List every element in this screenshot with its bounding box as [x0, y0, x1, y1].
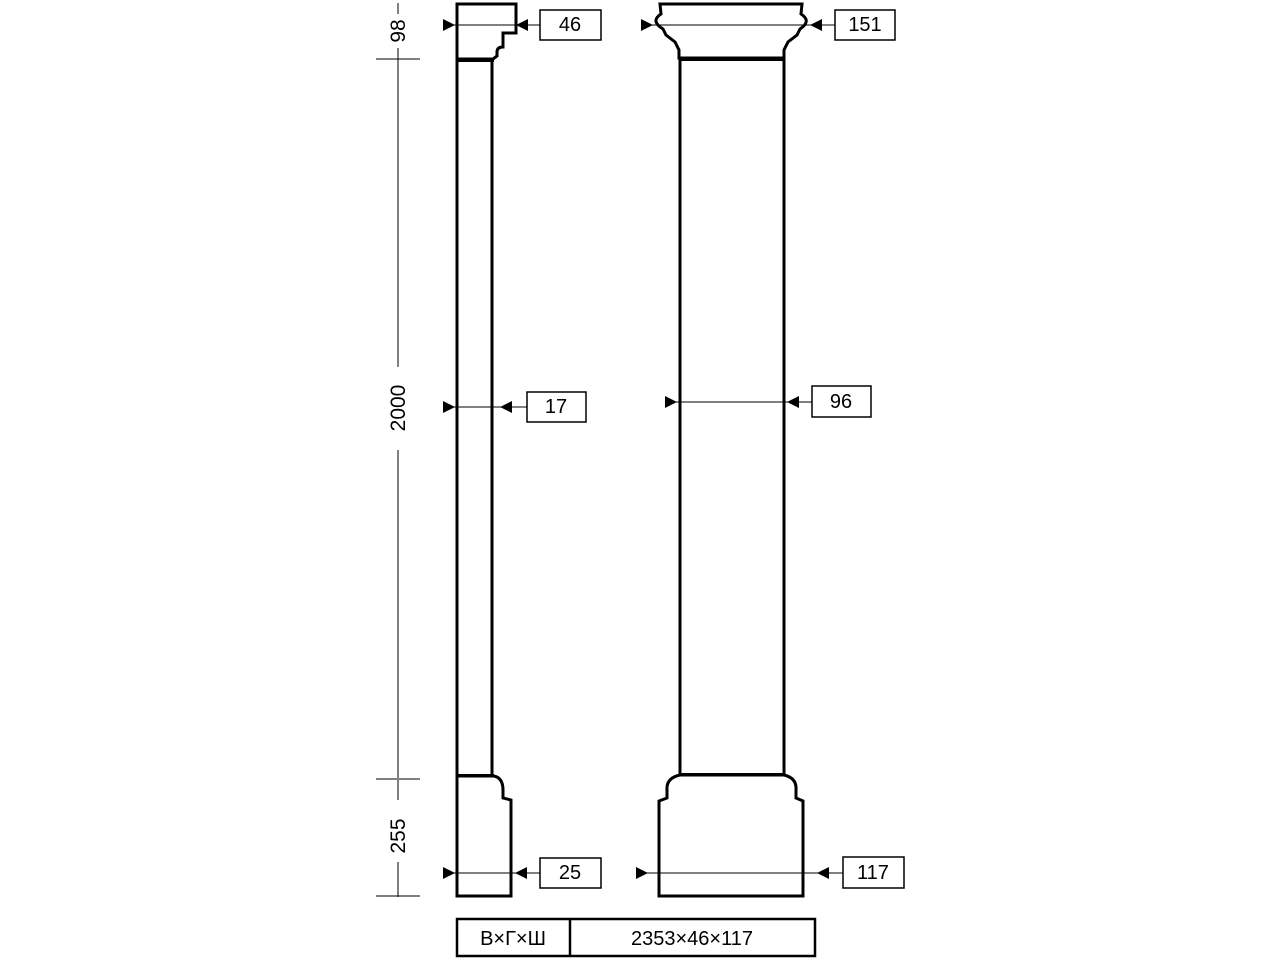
dim-front-shaft-width: 96	[665, 385, 872, 418]
title-block-label: В×Г×Ш	[480, 928, 546, 950]
dim-side-base-depth: 25	[443, 857, 602, 889]
side-capital	[455, 2, 518, 61]
dim-front-base-width: 117	[636, 856, 905, 889]
dim-front-capital-width: 151	[641, 9, 896, 41]
front-view	[654, 2, 808, 898]
dim-shaft-height: 2000	[387, 385, 410, 432]
title-block-value: 2353×46×117	[631, 928, 753, 950]
label-capital-depth: 46	[559, 14, 581, 36]
dim-capital-height: 98	[387, 19, 410, 42]
front-capital	[654, 2, 808, 60]
side-shaft	[455, 57, 494, 779]
dim-side-shaft-depth: 17	[443, 391, 587, 423]
front-base	[657, 773, 805, 898]
front-shaft	[678, 56, 786, 778]
side-base	[455, 774, 513, 898]
vertical-dimension: 98 2000 255	[376, 3, 420, 897]
side-view	[455, 2, 518, 898]
label-base-depth: 25	[559, 862, 581, 884]
label-base-width: 117	[857, 862, 889, 884]
label-shaft-width: 96	[830, 391, 852, 413]
label-capital-width: 151	[848, 14, 881, 36]
dim-base-height: 255	[387, 818, 410, 853]
title-block: В×Г×Ш 2353×46×117	[455, 917, 817, 958]
label-shaft-depth: 17	[545, 396, 567, 418]
dim-side-capital-depth: 46	[443, 9, 602, 41]
